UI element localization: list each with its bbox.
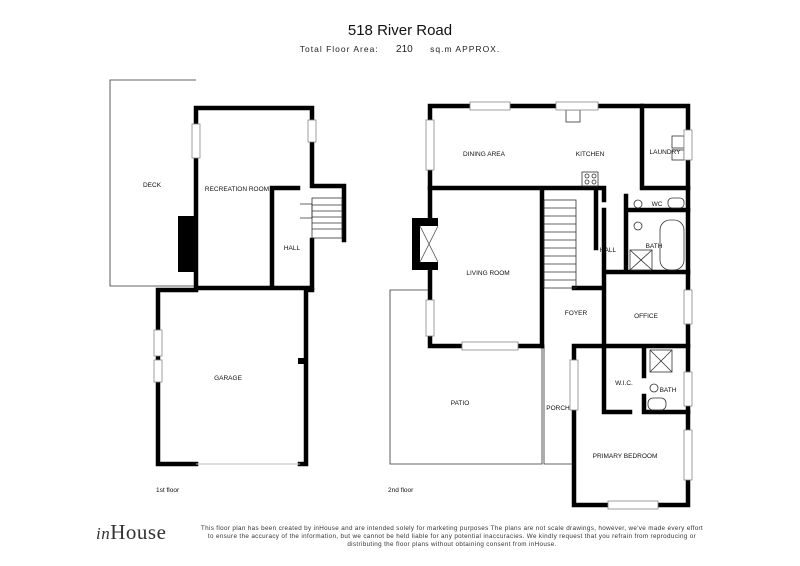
window-bedroom-south [607, 500, 659, 510]
room-dining: DINING AREA [463, 151, 506, 158]
interior-walls-2nd [427, 103, 691, 415]
room-garage: GARAGE [214, 375, 242, 382]
second-floor-plan: DINING AREA KITCHEN LAUNDRY WC BATH HALL… [388, 101, 693, 510]
cooktop [581, 171, 599, 187]
stairs-2nd [543, 199, 577, 289]
stairs-1st [300, 197, 343, 239]
window-porch [569, 359, 579, 411]
area-label: Total Floor Area: [299, 44, 379, 54]
shower-1 [629, 249, 653, 271]
window-office [683, 289, 693, 325]
patio-outline [389, 289, 543, 465]
basin-wc [633, 199, 643, 209]
room-primary-bedroom: PRIMARY BEDROOM [593, 453, 658, 460]
window-rec-west [191, 123, 201, 159]
exterior-walls-2nd [427, 103, 691, 508]
window-living-west [425, 299, 435, 337]
basin-ensuite [649, 383, 659, 393]
room-patio: PATIO [451, 400, 470, 407]
fireplace-2nd [412, 218, 439, 270]
window-kitchen-north [555, 101, 599, 111]
window-rec-east [307, 119, 317, 143]
floor-label-1st: 1st floor [156, 487, 180, 494]
room-kitchen: KITCHEN [576, 151, 605, 158]
kitchen-sink [565, 109, 581, 123]
toilet-wc [667, 197, 685, 209]
room-foyer: FOYER [565, 310, 588, 317]
porch-outline [543, 346, 572, 465]
total-floor-area: Total Floor Area: 210 sq.m APPROX. [0, 44, 800, 55]
fireplace-1st [178, 216, 196, 272]
room-porch: PORCH [546, 405, 570, 412]
area-value: 210 [396, 44, 413, 55]
bathtub [659, 219, 685, 271]
room-office: OFFICE [634, 313, 658, 320]
laundry-machine-1 [671, 135, 685, 149]
logo-prefix: in [96, 524, 111, 543]
area-unit: sq.m APPROX. [430, 44, 501, 54]
room-wic: W.I.C. [615, 380, 633, 387]
floor-label-2nd: 2nd floor [388, 487, 414, 494]
window-garage-1 [153, 329, 163, 357]
window-living-south [461, 341, 519, 351]
shower-2 [649, 349, 673, 373]
room-recreation: RECREATION ROOM [205, 186, 269, 193]
room-hall-1st: HALL [284, 245, 301, 252]
window-dining-north [469, 101, 511, 111]
window-garage-2 [153, 359, 163, 383]
room-hall-2nd: HALL [600, 247, 617, 254]
basin-bath [633, 221, 643, 231]
first-floor-plan: DECK RECREATION ROOM HALL GARAGE 1st flo… [109, 79, 347, 494]
plan-title: 518 River Road [347, 22, 453, 39]
room-laundry: LAUNDRY [650, 149, 682, 156]
window-laundry [683, 129, 693, 161]
garage-post [298, 358, 304, 364]
window-dining-west [425, 119, 435, 171]
inhouse-logo: inHouse [96, 520, 166, 545]
window-bedroom-east [683, 429, 693, 481]
room-bath-2: BATH [660, 387, 677, 394]
room-living: LIVING ROOM [466, 270, 509, 277]
room-bath-1: BATH [646, 243, 663, 250]
room-deck: DECK [143, 182, 162, 189]
deck-outline [109, 79, 196, 287]
disclaimer-text: This floor plan has been created by inHo… [200, 525, 704, 548]
logo-word: House [110, 520, 167, 544]
toilet-ensuite [647, 397, 667, 411]
window-ensuite [683, 371, 693, 407]
room-wc: WC [652, 201, 663, 208]
